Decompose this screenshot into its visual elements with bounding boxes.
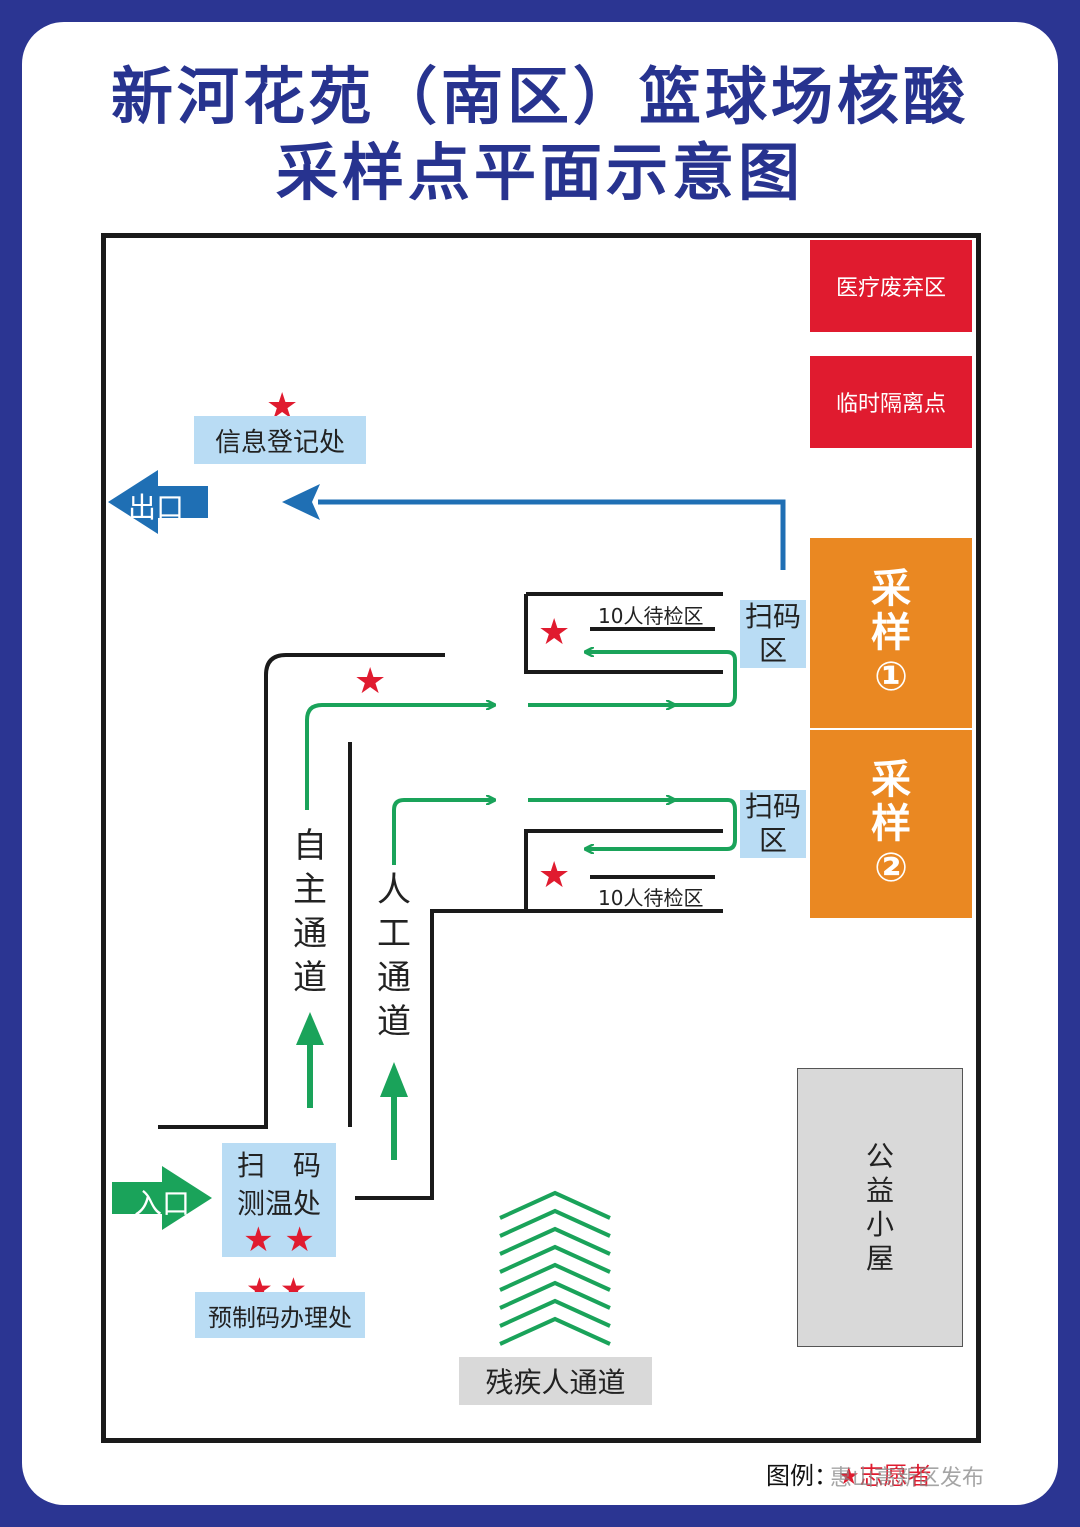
disabled-channel-label: 残疾人通道 (459, 1357, 652, 1405)
manual-channel-char: 人 (377, 870, 411, 910)
manual-channel-char: 通 (377, 958, 411, 998)
exit-arrow-shape (108, 470, 208, 534)
entrance-arrow-shape (112, 1166, 212, 1230)
volunteer-star-icon: ★ (243, 1220, 274, 1260)
info-desk: 信息登记处 (194, 416, 366, 464)
sampling-1-number: ① (874, 654, 908, 700)
self-channel-char: 通 (293, 914, 327, 954)
self-service-channel-label: 自 主 通 道 (290, 824, 330, 1000)
title-line-1: 新河花苑（南区）篮球场核酸 (110, 60, 969, 133)
scan-zone-2: 扫码 区 (740, 790, 806, 858)
scan-zone-2-line1: 扫码 (744, 790, 801, 823)
sampling-2-char-2: 样 (871, 801, 911, 847)
scan-temperature-desk: 扫 码 测温处 ★ ★ (222, 1143, 336, 1257)
exit-label: 出口 (128, 491, 185, 524)
self-channel-char: 自 (293, 826, 327, 866)
public-hut-char: 小 (865, 1207, 894, 1241)
legend-label: 图例： (766, 1462, 838, 1490)
entrance-label: 入口 (134, 1187, 191, 1220)
manual-channel-char: 工 (377, 914, 411, 954)
manual-channel-char: 道 (377, 1002, 411, 1042)
scan-zone-2-line2: 区 (758, 824, 787, 857)
sampling-1-char-1: 采 (871, 566, 911, 612)
manual-channel-label: 人 工 通 道 (374, 868, 414, 1044)
medical-waste-zone: 医疗废弃区 (810, 240, 972, 332)
self-channel-char: 道 (293, 958, 327, 998)
public-welfare-hut: 公 益 小 屋 (797, 1068, 963, 1347)
legend: 图例：★志愿者 (766, 1456, 932, 1491)
public-hut-char: 益 (865, 1173, 894, 1207)
legend-star-icon: ★ (838, 1462, 860, 1490)
green-flow-paths (305, 652, 737, 865)
sampling-zone-1: 采 样 ① (810, 538, 972, 728)
volunteer-star-icon: ★ (354, 661, 387, 702)
blue-exit-path (282, 484, 786, 570)
sampling-2-number: ② (874, 845, 908, 891)
sampling-2-char-1: 采 (871, 757, 911, 803)
volunteer-star-icon: ★ (538, 612, 571, 653)
scan-temp-stars: ★ ★ (243, 1223, 315, 1257)
scan-zone-1: 扫码 区 (740, 600, 806, 668)
waiting-area-2-label: 10人待检区 (598, 886, 704, 910)
walls (158, 592, 723, 1200)
green-up-arrows (296, 1012, 408, 1160)
title-line-2: 采样点平面示意图 (275, 136, 804, 209)
scan-temp-line1: 扫 码 (236, 1149, 321, 1182)
scan-zone-1-line2: 区 (758, 634, 787, 667)
self-channel-char: 主 (293, 870, 327, 910)
temp-isolation-zone: 临时隔离点 (810, 356, 972, 448)
public-hut-char: 屋 (865, 1241, 894, 1275)
sampling-zone-2: 采 样 ② (810, 730, 972, 918)
scan-temp-line2: 测温处 (236, 1187, 321, 1220)
disabled-chevrons (499, 1190, 611, 1346)
volunteer-star-icon: ★ (538, 855, 571, 896)
watermark-text: 惠山高新区发布 (830, 1466, 985, 1491)
sampling-1-char-2: 样 (871, 610, 911, 656)
scan-zone-1-line1: 扫码 (744, 600, 801, 633)
waiting-area-1-label: 10人待检区 (598, 604, 704, 628)
legend-meaning: 志愿者 (859, 1462, 932, 1490)
precode-desk: 预制码办理处 (195, 1292, 365, 1338)
public-hut-char: 公 (865, 1139, 894, 1173)
volunteer-star-icon: ★ (284, 1220, 315, 1260)
